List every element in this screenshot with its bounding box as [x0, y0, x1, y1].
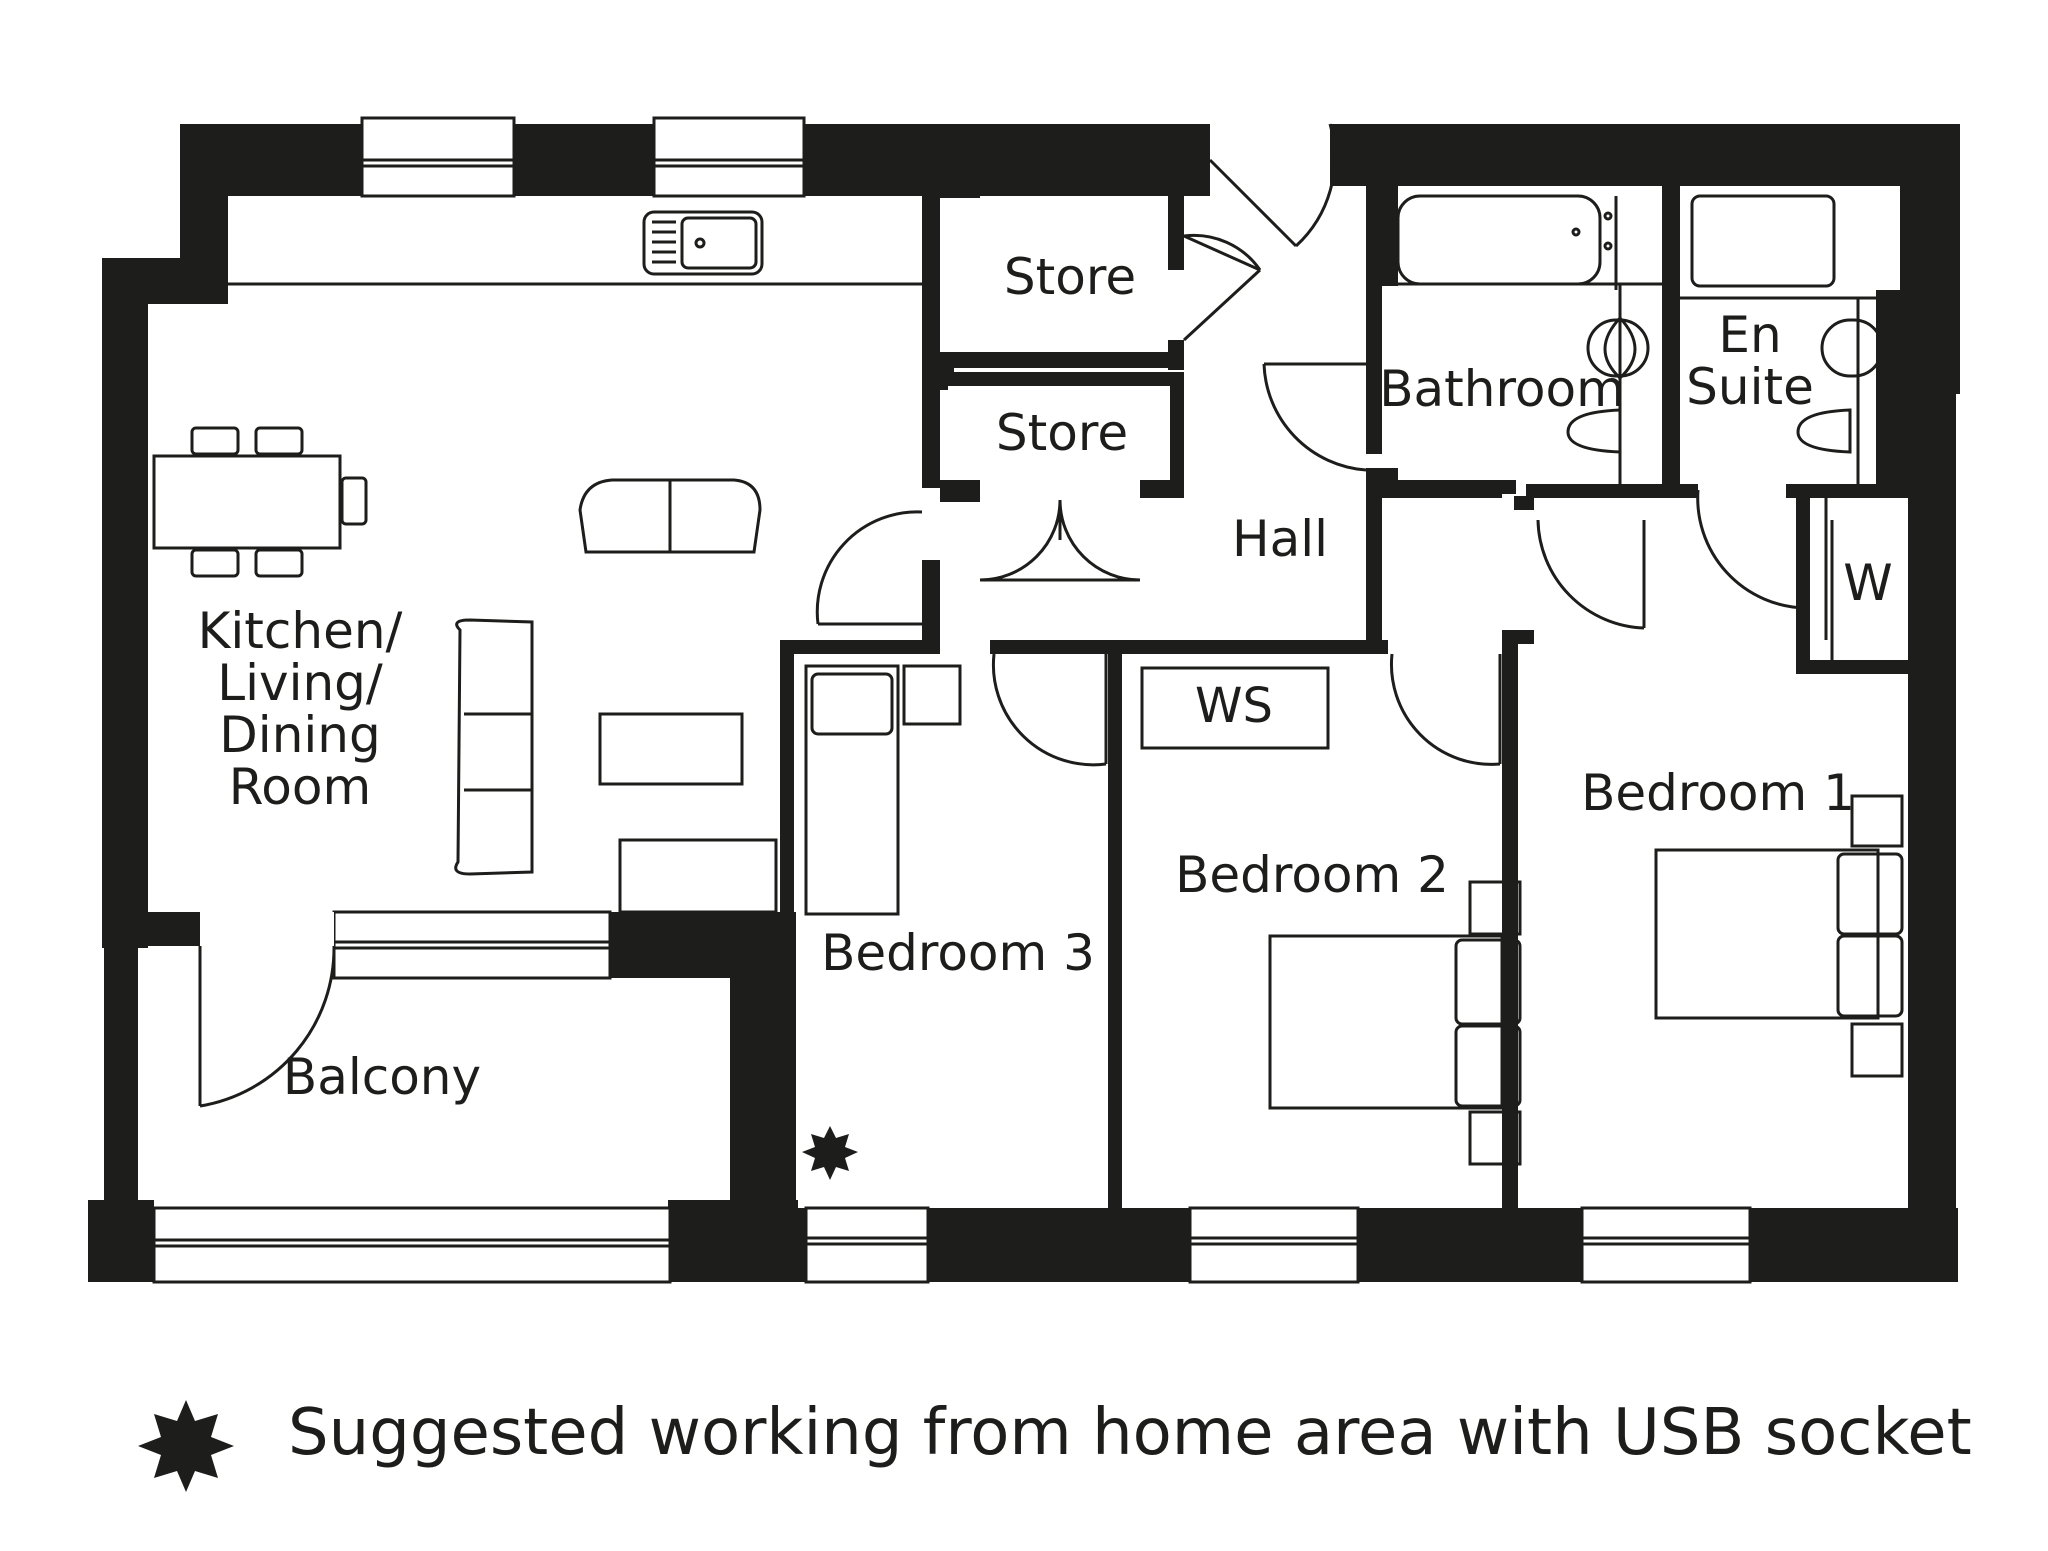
interior-walls [780, 184, 1908, 1210]
hall-label: Hall [1232, 510, 1328, 568]
ensuite-label-line-2: Suite [1686, 358, 1814, 416]
balcony-label: Balcony [283, 1048, 481, 1106]
starburst-icon [802, 1126, 858, 1180]
wardrobe-label: W [1843, 554, 1892, 612]
doors [198, 123, 1834, 1108]
ensuite-label-line-1: En [1718, 306, 1781, 364]
legend: Suggested working from home area with US… [138, 1396, 1972, 1492]
store-upper-label: Store [1004, 248, 1136, 306]
fixtures [152, 194, 1904, 1166]
windows [152, 116, 1752, 1284]
kitchen-label-line-3: Dining [219, 706, 380, 764]
room-labels: Kitchen/ Living/ Dining Room Store Store… [198, 248, 1893, 1106]
legend-text: Suggested working from home area with US… [288, 1396, 1972, 1470]
bedroom-3-label: Bedroom 3 [821, 924, 1095, 982]
workstation-label: WS [1195, 678, 1273, 734]
legend-starburst-icon [138, 1400, 234, 1492]
store-lower-label: Store [996, 404, 1128, 462]
kitchen-label-line-2: Living/ [217, 654, 383, 712]
bedroom-2-label: Bedroom 2 [1175, 846, 1449, 904]
kitchen-label-line-4: Room [229, 758, 371, 816]
kitchen-label-line-1: Kitchen/ [198, 602, 403, 660]
outer-walls [88, 124, 1960, 1282]
bedroom-1-label: Bedroom 1 [1581, 764, 1855, 822]
bathroom-label: Bathroom [1379, 360, 1625, 418]
